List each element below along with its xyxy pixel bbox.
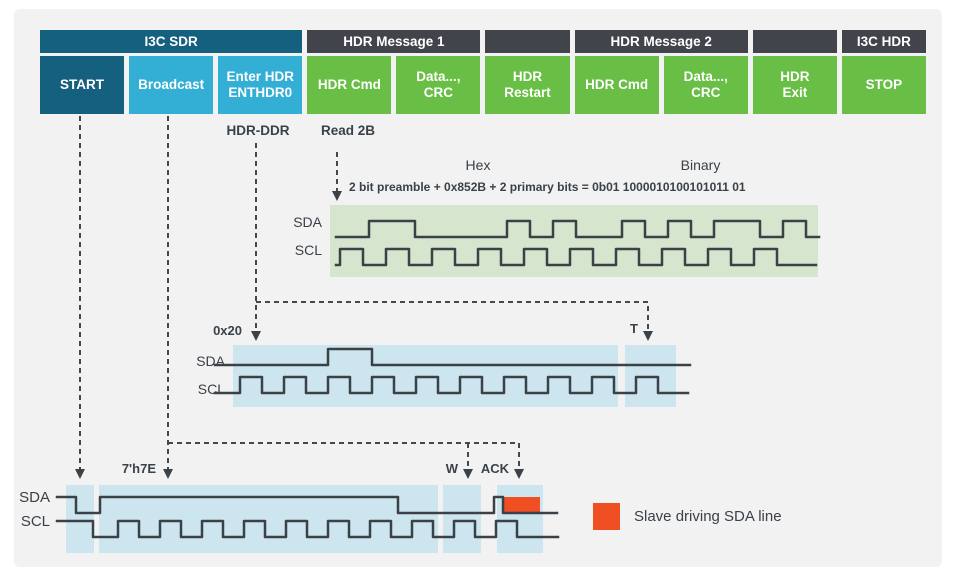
flow-cell-hdr-cmd-2: HDR Cmd <box>574 56 659 114</box>
sdr-sda-waveform <box>55 495 559 515</box>
sdr-scl-label: SCL <box>20 513 50 530</box>
flow-cell-hdr-cmd-1: HDR Cmd <box>307 56 392 114</box>
slave-ack-highlight <box>503 497 540 513</box>
binary-heading: Binary <box>680 157 721 173</box>
flow-header-blank-2 <box>752 30 837 53</box>
arrowhead-w-bit <box>463 469 473 479</box>
arrowhead-read2b <box>332 191 342 201</box>
flow-cell-stop: STOP <box>841 56 926 114</box>
hdr-ddr-label: HDR-DDR <box>226 123 290 138</box>
flow-header-blank-1 <box>485 30 570 53</box>
ccc-sda-label: SDA <box>196 353 225 369</box>
flow-header-i3c-hdr: I3C HDR <box>841 30 926 53</box>
connector-broadcast-branch-ack <box>168 442 520 469</box>
arrowhead-start <box>75 469 85 479</box>
sdr-wbit-panel <box>443 485 481 553</box>
flow-header-i3c-sdr: I3C SDR <box>40 30 303 53</box>
ccc-scl-label: SCL <box>197 381 225 397</box>
ccc-scl-waveform <box>213 375 690 395</box>
ddr-sda-label: SDA <box>293 214 322 230</box>
arrowhead-ack-bit <box>514 469 524 479</box>
ccc-sda-waveform <box>213 347 692 367</box>
arrowhead-broadcast-addr <box>163 469 173 479</box>
ddr-formula: 2 bit preamble + 0x852B + 2 primary bits… <box>349 180 746 194</box>
flow-cell-hdr-exit: HDR Exit <box>752 56 837 114</box>
ddr-scl-waveform <box>334 247 818 267</box>
flow-cell-broadcast: Broadcast <box>129 56 214 114</box>
w-bit-label: W <box>445 461 458 476</box>
sdr-sda-label: SDA <box>19 489 50 506</box>
flow-header-hdr-message-1: HDR Message 1 <box>307 30 481 53</box>
ddr-scl-label: SCL <box>294 242 322 258</box>
read-2b-label: Read 2B <box>320 123 376 138</box>
flow-cell-start: START <box>40 56 125 114</box>
flow-cell-data-crc-1: Data..., CRC <box>396 56 481 114</box>
legend-label: Slave driving SDA line <box>634 508 782 525</box>
flow-cell-data-crc-2: Data..., CRC <box>663 56 748 114</box>
arrowhead-ccc-value <box>251 331 261 341</box>
ddr-sda-waveform <box>334 219 821 239</box>
flow-cell-hdr-restart: HDR Restart <box>485 56 570 114</box>
arrowhead-t-bit <box>643 331 653 341</box>
protocol-flow-grid: I3C SDR HDR Message 1 HDR Message 2 I3C … <box>40 30 926 114</box>
hex-heading: Hex <box>465 157 491 173</box>
flow-header-hdr-message-2: HDR Message 2 <box>574 30 748 53</box>
ack-bit-label: ACK <box>480 461 510 476</box>
ccc-value-label: 0x20 <box>213 323 242 338</box>
legend-orange-swatch <box>593 503 620 530</box>
sdr-scl-waveform <box>55 519 560 539</box>
flow-cell-enter-hdr: Enter HDR ENTHDR0 <box>218 56 303 114</box>
t-bit-label: T <box>630 321 638 336</box>
connector-enthdr-branch-t <box>256 301 649 331</box>
broadcast-addr-label: 7'h7E <box>121 461 156 476</box>
sdr-ack-panel <box>497 485 543 553</box>
